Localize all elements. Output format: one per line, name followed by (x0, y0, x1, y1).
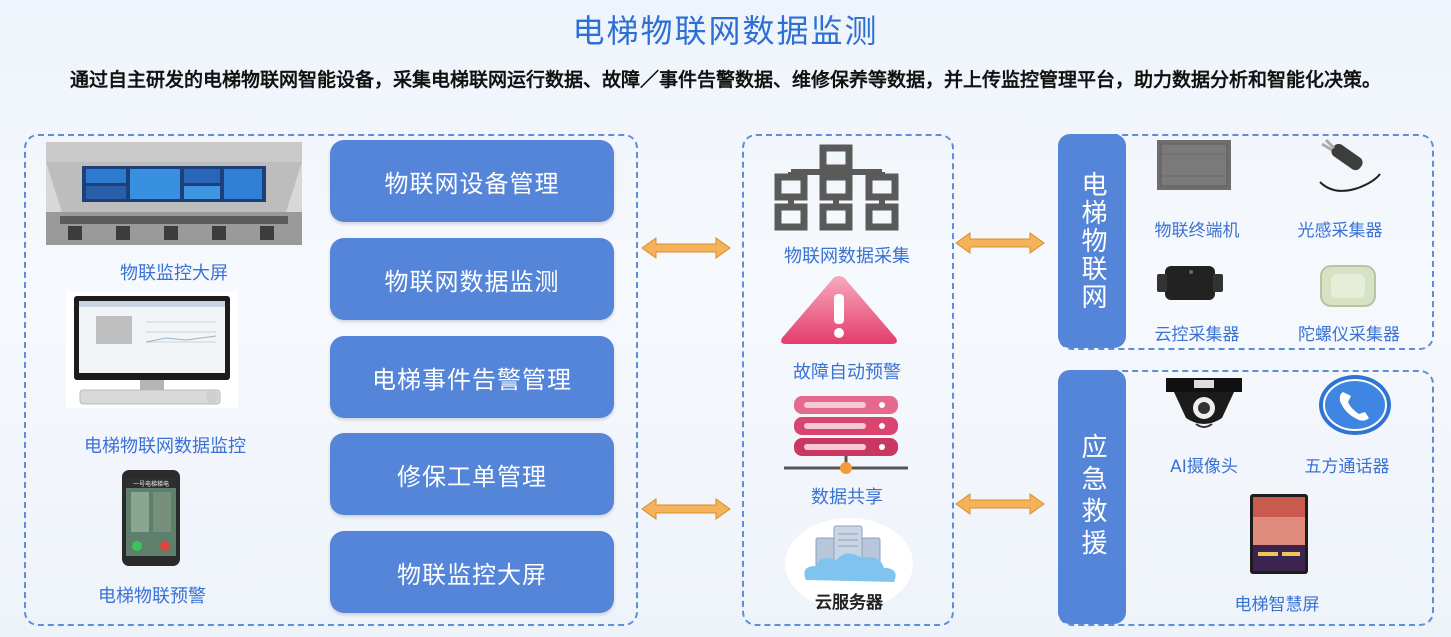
rescue-label-smart-screen: 电梯智慧屏 (1234, 595, 1320, 615)
center-label-cloud-server: 云服务器 (815, 593, 883, 613)
iot-label-cloud-controller: 云控采集器 (1154, 325, 1240, 345)
menu-iot-device-management[interactable]: 物联网设备管理 (330, 140, 614, 222)
center-label-data-collection: 物联网数据采集 (784, 246, 910, 267)
server-stack-icon (784, 396, 908, 474)
center-label-data-sharing: 数据共享 (811, 487, 883, 508)
left-panel (24, 134, 638, 626)
phone-image (121, 470, 181, 566)
arrow-left-bottom (641, 498, 731, 520)
iot-terminal-image (1157, 140, 1231, 190)
iot-group-title: 电梯物联网 (1058, 134, 1126, 348)
arrow-right-top (955, 232, 1045, 254)
iot-label-gyroscope: 陀螺仪采集器 (1298, 325, 1400, 345)
menu-monitor-big-screen[interactable]: 物联监控大屏 (330, 531, 614, 613)
iot-label-terminal: 物联终端机 (1154, 221, 1240, 241)
center-label-auto-warning: 故障自动预警 (793, 362, 901, 383)
iot-label-light-sensor: 光感采集器 (1297, 221, 1383, 241)
warning-icon (781, 276, 897, 344)
cloud-controller-image (1157, 266, 1223, 300)
menu-event-alarm-management[interactable]: 电梯事件告警管理 (330, 336, 614, 418)
rescue-label-intercom: 五方通话器 (1304, 457, 1390, 477)
desktop-monitor-image (66, 292, 238, 408)
rescue-label-ai-camera: AI摄像头 (1170, 457, 1238, 477)
phone-screen-text: 一号电梯梯电 (132, 481, 169, 488)
left-label-early-warning: 电梯物联预警 (98, 586, 206, 607)
gyroscope-sensor-image (1320, 265, 1376, 307)
rescue-group-title: 应急救援 (1058, 370, 1126, 624)
center-panel (742, 134, 954, 626)
intro-text: 通过自主研发的电梯物联网智能设备，采集电梯联网运行数据、故障／事件告警数据、维修… (70, 69, 1382, 91)
menu-iot-data-monitoring[interactable]: 物联网数据监测 (330, 238, 614, 320)
menu-repair-work-order[interactable]: 修保工单管理 (330, 433, 614, 515)
hierarchy-icon (774, 144, 899, 231)
control-room-image (46, 142, 302, 245)
cloud-server-icon (785, 518, 913, 610)
smart-screen-image (1250, 494, 1308, 574)
phone-call-icon (1319, 375, 1391, 435)
arrow-right-bottom (955, 493, 1045, 515)
light-sensor-image (1319, 138, 1381, 192)
left-label-iot-monitor: 电梯物联网数据监控 (84, 436, 246, 457)
left-label-monitor-screen: 物联监控大屏 (120, 263, 228, 284)
page-title: 电梯物联网数据监测 (572, 12, 879, 50)
ai-camera-image (1166, 378, 1242, 428)
arrow-left-top (641, 237, 731, 259)
